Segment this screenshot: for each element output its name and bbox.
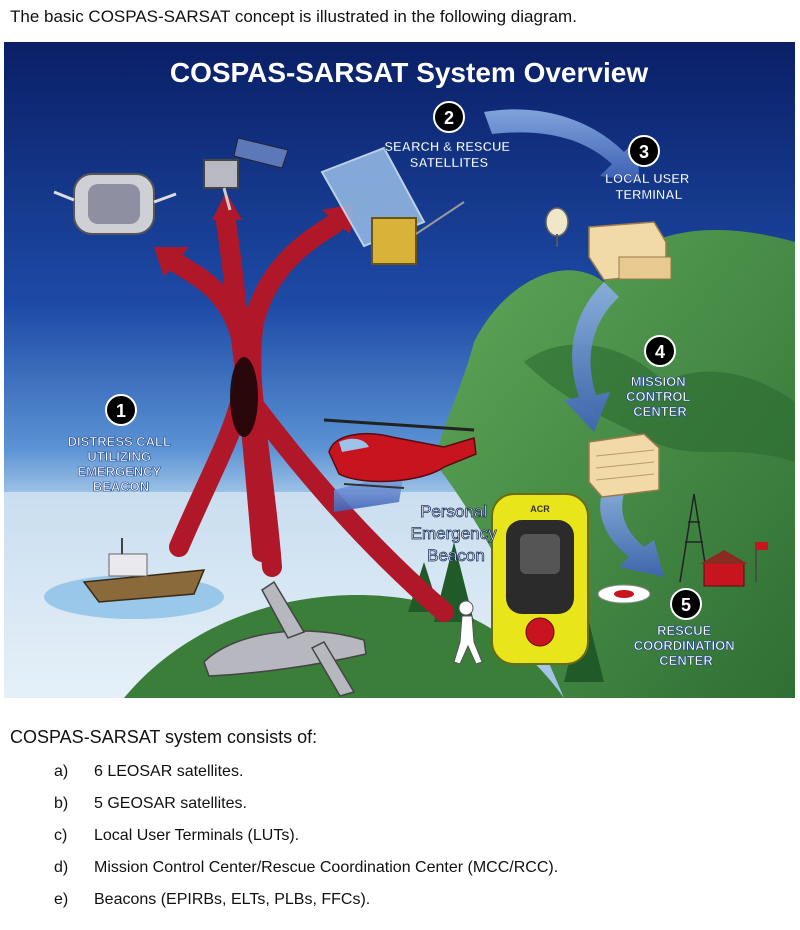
signal-crossing <box>230 357 258 437</box>
beacon-label-line-3: Beacon <box>427 546 485 565</box>
crashed-aircraft <box>203 580 367 697</box>
list-item: d) Mission Control Center/Rescue Coordina… <box>54 858 558 890</box>
diagram-title: COSPAS-SARSAT System Overview <box>170 57 648 88</box>
step-4-number: 4 <box>655 342 665 362</box>
intro-text: The basic COSPAS-SARSAT concept is illus… <box>10 7 577 26</box>
step-2-line-2: SATELLITES <box>410 155 489 170</box>
hill-ridge <box>524 344 795 462</box>
step-1: 1 DISTRESS CALL UTILIZING EMERGENCY BEAC… <box>67 394 175 494</box>
item-text: Beacons (EPIRBs, ELTs, PLBs, FFCs). <box>94 891 371 908</box>
list-item: a) 6 LEOSAR satellites. <box>54 762 558 794</box>
distress-signal-arrows <box>159 212 454 622</box>
landing-pad <box>597 584 651 604</box>
item-letter: d) <box>54 859 69 876</box>
item-text: Mission Control Center/Rescue Coordinati… <box>94 859 559 876</box>
step-2-number: 2 <box>444 108 454 128</box>
step-1-line-3: EMERGENCY <box>77 464 161 479</box>
personal-beacon-device: ACR <box>491 493 589 665</box>
step-5-line-2: COORDINATION <box>634 638 735 653</box>
rescue-helicopter <box>323 418 477 489</box>
step-4: 4 MISSION CONTROL CENTER <box>626 335 694 419</box>
radio-tower <box>679 493 709 583</box>
beacon-label: Personal Emergency Beacon <box>411 502 502 565</box>
search-rescue-satellite <box>320 146 465 265</box>
beacon-label-line-1: Personal <box>420 502 487 521</box>
beacon-label-line-2: Emergency <box>411 524 497 543</box>
item-letter: c) <box>54 827 68 844</box>
geosar-satellite <box>53 173 177 235</box>
device-brand: ACR <box>530 504 550 514</box>
step-4-line-3: CENTER <box>633 404 687 419</box>
item-text: 5 GEOSAR satellites. <box>94 795 247 812</box>
leosar-satellite <box>203 137 289 211</box>
step-1-line-2: UTILIZING <box>87 449 151 464</box>
item-text: Local User Terminals (LUTs). <box>94 827 300 844</box>
step-5-line-1: RESCUE <box>657 623 712 638</box>
local-user-terminal-building <box>588 221 672 281</box>
step-5-number: 5 <box>681 595 691 615</box>
cospas-sarsat-diagram: COSPAS-SARSAT System Overview 2 SEARCH &… <box>4 42 795 698</box>
step-5-line-3: CENTER <box>659 653 713 668</box>
components-list: a) 6 LEOSAR satellites. b) 5 GEOSAR satell… <box>54 762 558 922</box>
step-5-label: RESCUE COORDINATION CENTER <box>634 623 739 668</box>
step-4-line-1: MISSION <box>631 374 686 389</box>
step-3-label: LOCAL USER TERMINAL <box>605 171 693 202</box>
step-1-label: DISTRESS CALL UTILIZING EMERGENCY BEACON <box>68 434 175 494</box>
step-4-label: MISSION CONTROL CENTER <box>626 374 694 419</box>
step-2-label: SEARCH & RESCUE SATELLITES <box>384 139 513 170</box>
step-2: 2 SEARCH & RESCUE SATELLITES <box>384 101 513 170</box>
step-3-line-2: TERMINAL <box>615 187 682 202</box>
list-heading: COSPAS-SARSAT system consists of: <box>10 727 318 747</box>
hiker <box>453 600 483 665</box>
list-item: e) Beacons (EPIRBs, ELTs, PLBs, FFCs). <box>54 890 558 922</box>
list-item: b) 5 GEOSAR satellites. <box>54 794 558 826</box>
step-3-number: 3 <box>639 142 649 162</box>
list-item: c) Local User Terminals (LUTs). <box>54 826 558 858</box>
step-5: 5 RESCUE COORDINATION CENTER <box>633 588 739 668</box>
rescue-building <box>700 542 768 587</box>
step-1-line-4: BEACON <box>93 479 149 494</box>
item-letter: b) <box>54 795 69 812</box>
item-letter: a) <box>54 763 69 780</box>
mission-control-building <box>588 433 660 498</box>
step-3-line-1: LOCAL USER <box>605 171 690 186</box>
step-4-line-2: CONTROL <box>626 389 690 404</box>
step-1-line-1: DISTRESS CALL <box>68 434 171 449</box>
item-letter: e) <box>54 891 69 908</box>
item-text: 6 LEOSAR satellites. <box>94 763 244 780</box>
ship <box>44 538 224 619</box>
satellite-dish <box>545 207 569 247</box>
step-1-number: 1 <box>116 401 126 421</box>
step-3: 3 LOCAL USER TERMINAL <box>605 135 693 202</box>
step-2-line-1: SEARCH & RESCUE <box>384 139 510 154</box>
